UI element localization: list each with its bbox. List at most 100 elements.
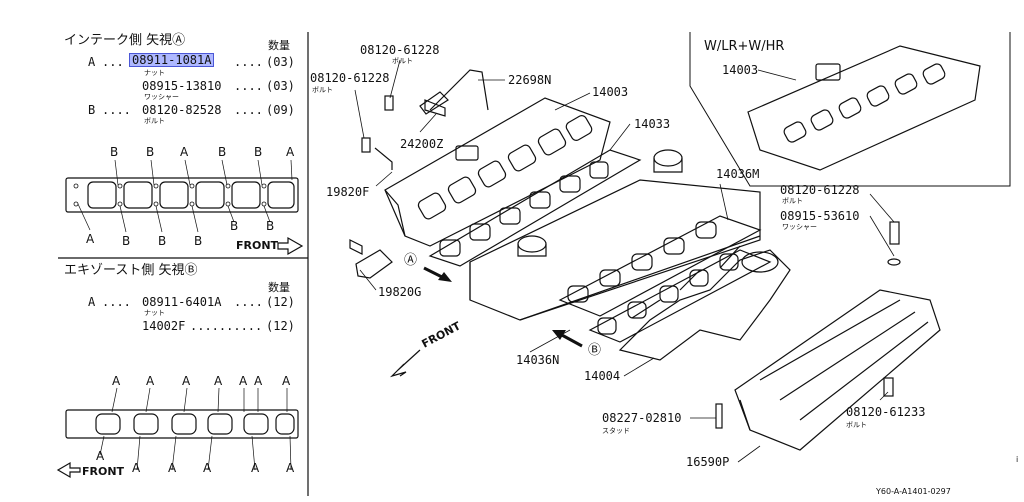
corner-mark: i	[1016, 455, 1019, 464]
callout-part-number[interactable]: 08120-61228	[360, 43, 440, 57]
exhaust-qty-header: 数量	[268, 281, 290, 294]
callout-sub-label: ボルト	[392, 57, 413, 65]
exhaust-gasket-schematic	[65, 387, 299, 471]
intake-manifold	[384, 69, 611, 247]
inset-border	[689, 32, 1011, 187]
cylinder-head	[469, 149, 761, 321]
inset-intake-manifold	[747, 45, 981, 171]
intake-letter-bottom: B	[266, 219, 275, 233]
intake-front-arrow-icon	[277, 236, 304, 256]
exhaust-manifold	[618, 245, 791, 361]
exhaust-row-2-part-number[interactable]: 14002F	[142, 319, 186, 333]
callout-part-number[interactable]: 14003	[592, 85, 629, 99]
exhaust-row-2-dots: ..........	[190, 319, 263, 333]
intake-letter-top: A	[180, 145, 189, 159]
intake-letter-bottom: B	[158, 234, 167, 248]
intake-qty-header: 数量	[268, 39, 290, 52]
exhaust-row-1-dots-2: ....	[234, 295, 263, 309]
view-arrow-a	[423, 266, 452, 282]
callout-part-number[interactable]: 16590P	[686, 455, 730, 469]
main-front-arrow-icon	[389, 349, 421, 378]
inset-title: W/LR+W/HR	[704, 39, 785, 54]
intake-row-1-qty: (03)	[266, 55, 295, 69]
exhaust-front-label: FRONT	[82, 465, 125, 478]
intake-letter-top: B	[146, 145, 155, 159]
exhaust-row-1-key: A	[88, 295, 96, 309]
exhaust-letter-top: A	[146, 374, 155, 388]
exhaust-letter-bottom: A	[96, 449, 105, 463]
exhaust-letter-top: A	[182, 374, 191, 388]
callout-part-number[interactable]: 19820G	[378, 285, 422, 299]
intake-letter-top: B	[110, 145, 119, 159]
intake-row-3-sub: ボルト	[144, 117, 165, 125]
view-b-marker: Ⓑ	[588, 343, 602, 358]
intake-row-2-part-number[interactable]: 08915-13810	[142, 79, 222, 93]
exhaust-row-1-part-number[interactable]: 08911-6401A	[142, 295, 222, 309]
intake-row-1-key: A	[88, 55, 96, 69]
intake-row-2-sub: ワッシャー	[144, 93, 179, 101]
intake-row-3-dots-2: ....	[234, 103, 263, 117]
intake-letter-bottom: B	[194, 234, 203, 248]
intake-letter-top: A	[286, 145, 295, 159]
callout-sub-label: ワッシャー	[782, 223, 817, 231]
intake-row-3-key: B	[88, 103, 96, 117]
exhaust-row-2-qty: (12)	[266, 319, 295, 333]
exhaust-row-1-dots: ....	[102, 295, 131, 309]
callout-part-number[interactable]: 24200Z	[400, 137, 444, 151]
callout-part-number[interactable]: 14004	[584, 369, 621, 383]
intake-row-1-part-number[interactable]: 08911-1081A	[129, 53, 215, 67]
intake-row-1-dots: ...	[102, 55, 124, 69]
exhaust-letter-top: A	[112, 374, 121, 388]
intake-row-3-part-number[interactable]: 08120-82528	[142, 103, 222, 117]
intake-gasket	[428, 149, 642, 267]
exhaust-letter-top: A	[214, 374, 223, 388]
intake-letter-top: B	[254, 145, 263, 159]
intake-row-3-qty: (09)	[266, 103, 295, 117]
exhaust-letter-top: A	[239, 374, 248, 388]
intake-letter-bottom: A	[86, 232, 95, 246]
callout-part-number[interactable]: 14036M	[716, 167, 760, 181]
view-a-marker: Ⓐ	[404, 253, 418, 268]
intake-row-1-sub: ナット	[144, 69, 165, 77]
heat-shield	[734, 289, 941, 451]
intake-gasket-schematic	[65, 159, 299, 233]
callout-part-number[interactable]: 08915-53610	[780, 209, 860, 223]
callout-part-number[interactable]: 08120-61228	[310, 71, 390, 85]
exhaust-letter-bottom: A	[203, 461, 212, 475]
intake-row-2-dots: ....	[234, 79, 263, 93]
callout-sub-label: スタッド	[602, 427, 630, 435]
bolts-and-brackets	[349, 91, 901, 429]
callout-part-number[interactable]: 22698N	[508, 73, 552, 87]
callout-part-number[interactable]: 14033	[634, 117, 671, 131]
callout-part-number[interactable]: 08227-02810	[602, 411, 682, 425]
intake-front-label: FRONT	[236, 239, 279, 252]
exhaust-letter-top: A	[282, 374, 291, 388]
exhaust-letter-top: A	[254, 374, 263, 388]
callout-sub-label: ボルト	[782, 197, 803, 205]
exhaust-letter-bottom: A	[168, 461, 177, 475]
intake-letter-bottom: B	[122, 234, 131, 248]
drawing-code: Y60-A-A1401-0297	[876, 487, 951, 496]
exhaust-row-1-qty: (12)	[266, 295, 295, 309]
exhaust-letter-bottom: A	[286, 461, 295, 475]
exhaust-front-arrow-icon	[56, 461, 81, 479]
callout-part-number[interactable]: 08120-61233	[846, 405, 926, 419]
callout-sub-label: ボルト	[846, 421, 867, 429]
intake-letter-bottom: B	[230, 219, 239, 233]
exhaust-gaskets	[558, 215, 772, 343]
intake-row-3-dots: ....	[102, 103, 131, 117]
intake-row-1-dots-2: ....	[234, 55, 263, 69]
exhaust-letter-bottom: A	[251, 461, 260, 475]
intake-title: インテーク側 矢視Ⓐ	[64, 33, 186, 48]
leader-lines	[354, 59, 895, 463]
intake-row-2-qty: (03)	[266, 79, 295, 93]
intake-letter-top: B	[218, 145, 227, 159]
callout-part-number[interactable]: 14036N	[516, 353, 560, 367]
inset-part-number[interactable]: 14003	[722, 63, 759, 77]
exhaust-title: エキゾースト側 矢視Ⓑ	[64, 263, 198, 278]
callout-part-number[interactable]: 19820F	[326, 185, 370, 199]
callout-part-number[interactable]: 08120-61228	[780, 183, 860, 197]
view-arrow-b	[552, 330, 583, 348]
callout-sub-label: ボルト	[312, 86, 333, 94]
